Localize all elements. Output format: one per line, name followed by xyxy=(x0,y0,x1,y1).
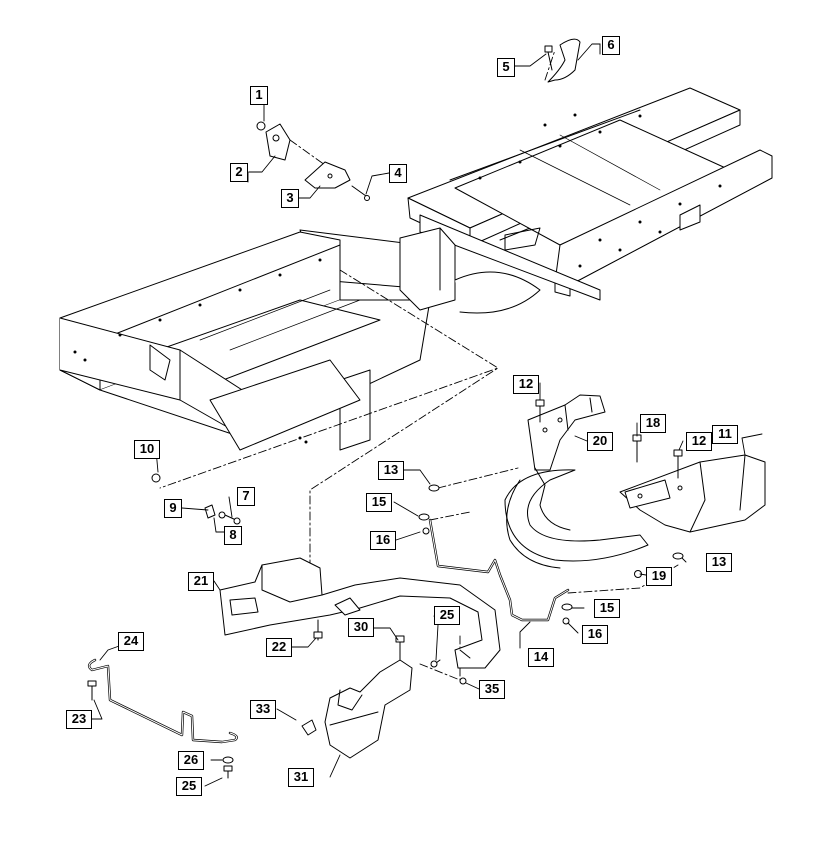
callout-25a: 25 xyxy=(434,606,460,625)
callout-33: 33 xyxy=(250,700,276,719)
callout-7: 7 xyxy=(237,487,255,506)
part-20-bracket xyxy=(527,394,606,471)
callout-23: 23 xyxy=(66,710,92,729)
callout-15b: 15 xyxy=(594,599,620,618)
callout-25b: 25 xyxy=(176,777,202,796)
callout-24: 24 xyxy=(118,632,144,651)
callout-6: 6 xyxy=(602,36,620,55)
callout-14: 14 xyxy=(528,648,554,667)
callout-26: 26 xyxy=(178,751,204,770)
part-4-bolt xyxy=(351,185,370,201)
callout-1: 1 xyxy=(250,86,268,105)
part-12-bolt-b xyxy=(673,449,683,479)
part-26-washer xyxy=(222,756,234,764)
callout-3: 3 xyxy=(281,189,299,208)
part-5-bolt xyxy=(544,45,553,71)
part-11-housing xyxy=(619,454,766,533)
part-2-bracket xyxy=(265,123,291,161)
part-22-bolt xyxy=(313,619,323,641)
callout-8: 8 xyxy=(224,526,242,545)
deck-guard-disc xyxy=(504,467,649,569)
part-24-rod xyxy=(87,658,238,744)
callout-15a: 15 xyxy=(366,493,392,512)
callout-5: 5 xyxy=(497,58,515,77)
part-10-nut xyxy=(151,473,161,483)
part-21-cover xyxy=(219,557,501,669)
callout-21: 21 xyxy=(188,572,214,591)
callout-11: 11 xyxy=(712,425,738,444)
part-9-8-7-fasteners xyxy=(204,504,241,525)
part-23-bolt xyxy=(87,680,97,701)
callout-connectors xyxy=(87,43,763,787)
part-25-bolt xyxy=(430,659,441,668)
part-3-lever xyxy=(304,161,351,189)
callout-10: 10 xyxy=(134,440,160,459)
part-13-washer xyxy=(428,484,684,560)
part-6-clip xyxy=(547,38,581,83)
callout-13b: 13 xyxy=(706,553,732,572)
callout-19: 19 xyxy=(646,567,672,586)
chassis-frame xyxy=(59,87,773,451)
callout-4: 4 xyxy=(389,164,407,183)
part-15-16-fasteners xyxy=(418,513,573,625)
callout-12a: 12 xyxy=(513,375,539,394)
part-1-nut xyxy=(256,121,266,131)
callout-35: 35 xyxy=(479,680,505,699)
callout-13a: 13 xyxy=(378,461,404,480)
part-18-bolt xyxy=(632,434,642,463)
callout-12b: 12 xyxy=(686,432,712,451)
part-31-guard xyxy=(324,659,413,759)
callout-30: 30 xyxy=(348,618,374,637)
callout-20: 20 xyxy=(587,432,613,451)
part-25-bolt-b xyxy=(223,765,233,779)
callout-31: 31 xyxy=(288,768,314,787)
part-30-bolt xyxy=(395,635,405,661)
part-14-rod xyxy=(428,518,570,622)
part-35-nut xyxy=(459,677,467,685)
callout-22: 22 xyxy=(266,638,292,657)
callout-18: 18 xyxy=(640,414,666,433)
callout-9: 9 xyxy=(164,499,182,518)
callout-16b: 16 xyxy=(582,625,608,644)
callout-2: 2 xyxy=(230,163,248,182)
part-33-clip xyxy=(301,719,317,736)
callout-16a: 16 xyxy=(370,531,396,550)
